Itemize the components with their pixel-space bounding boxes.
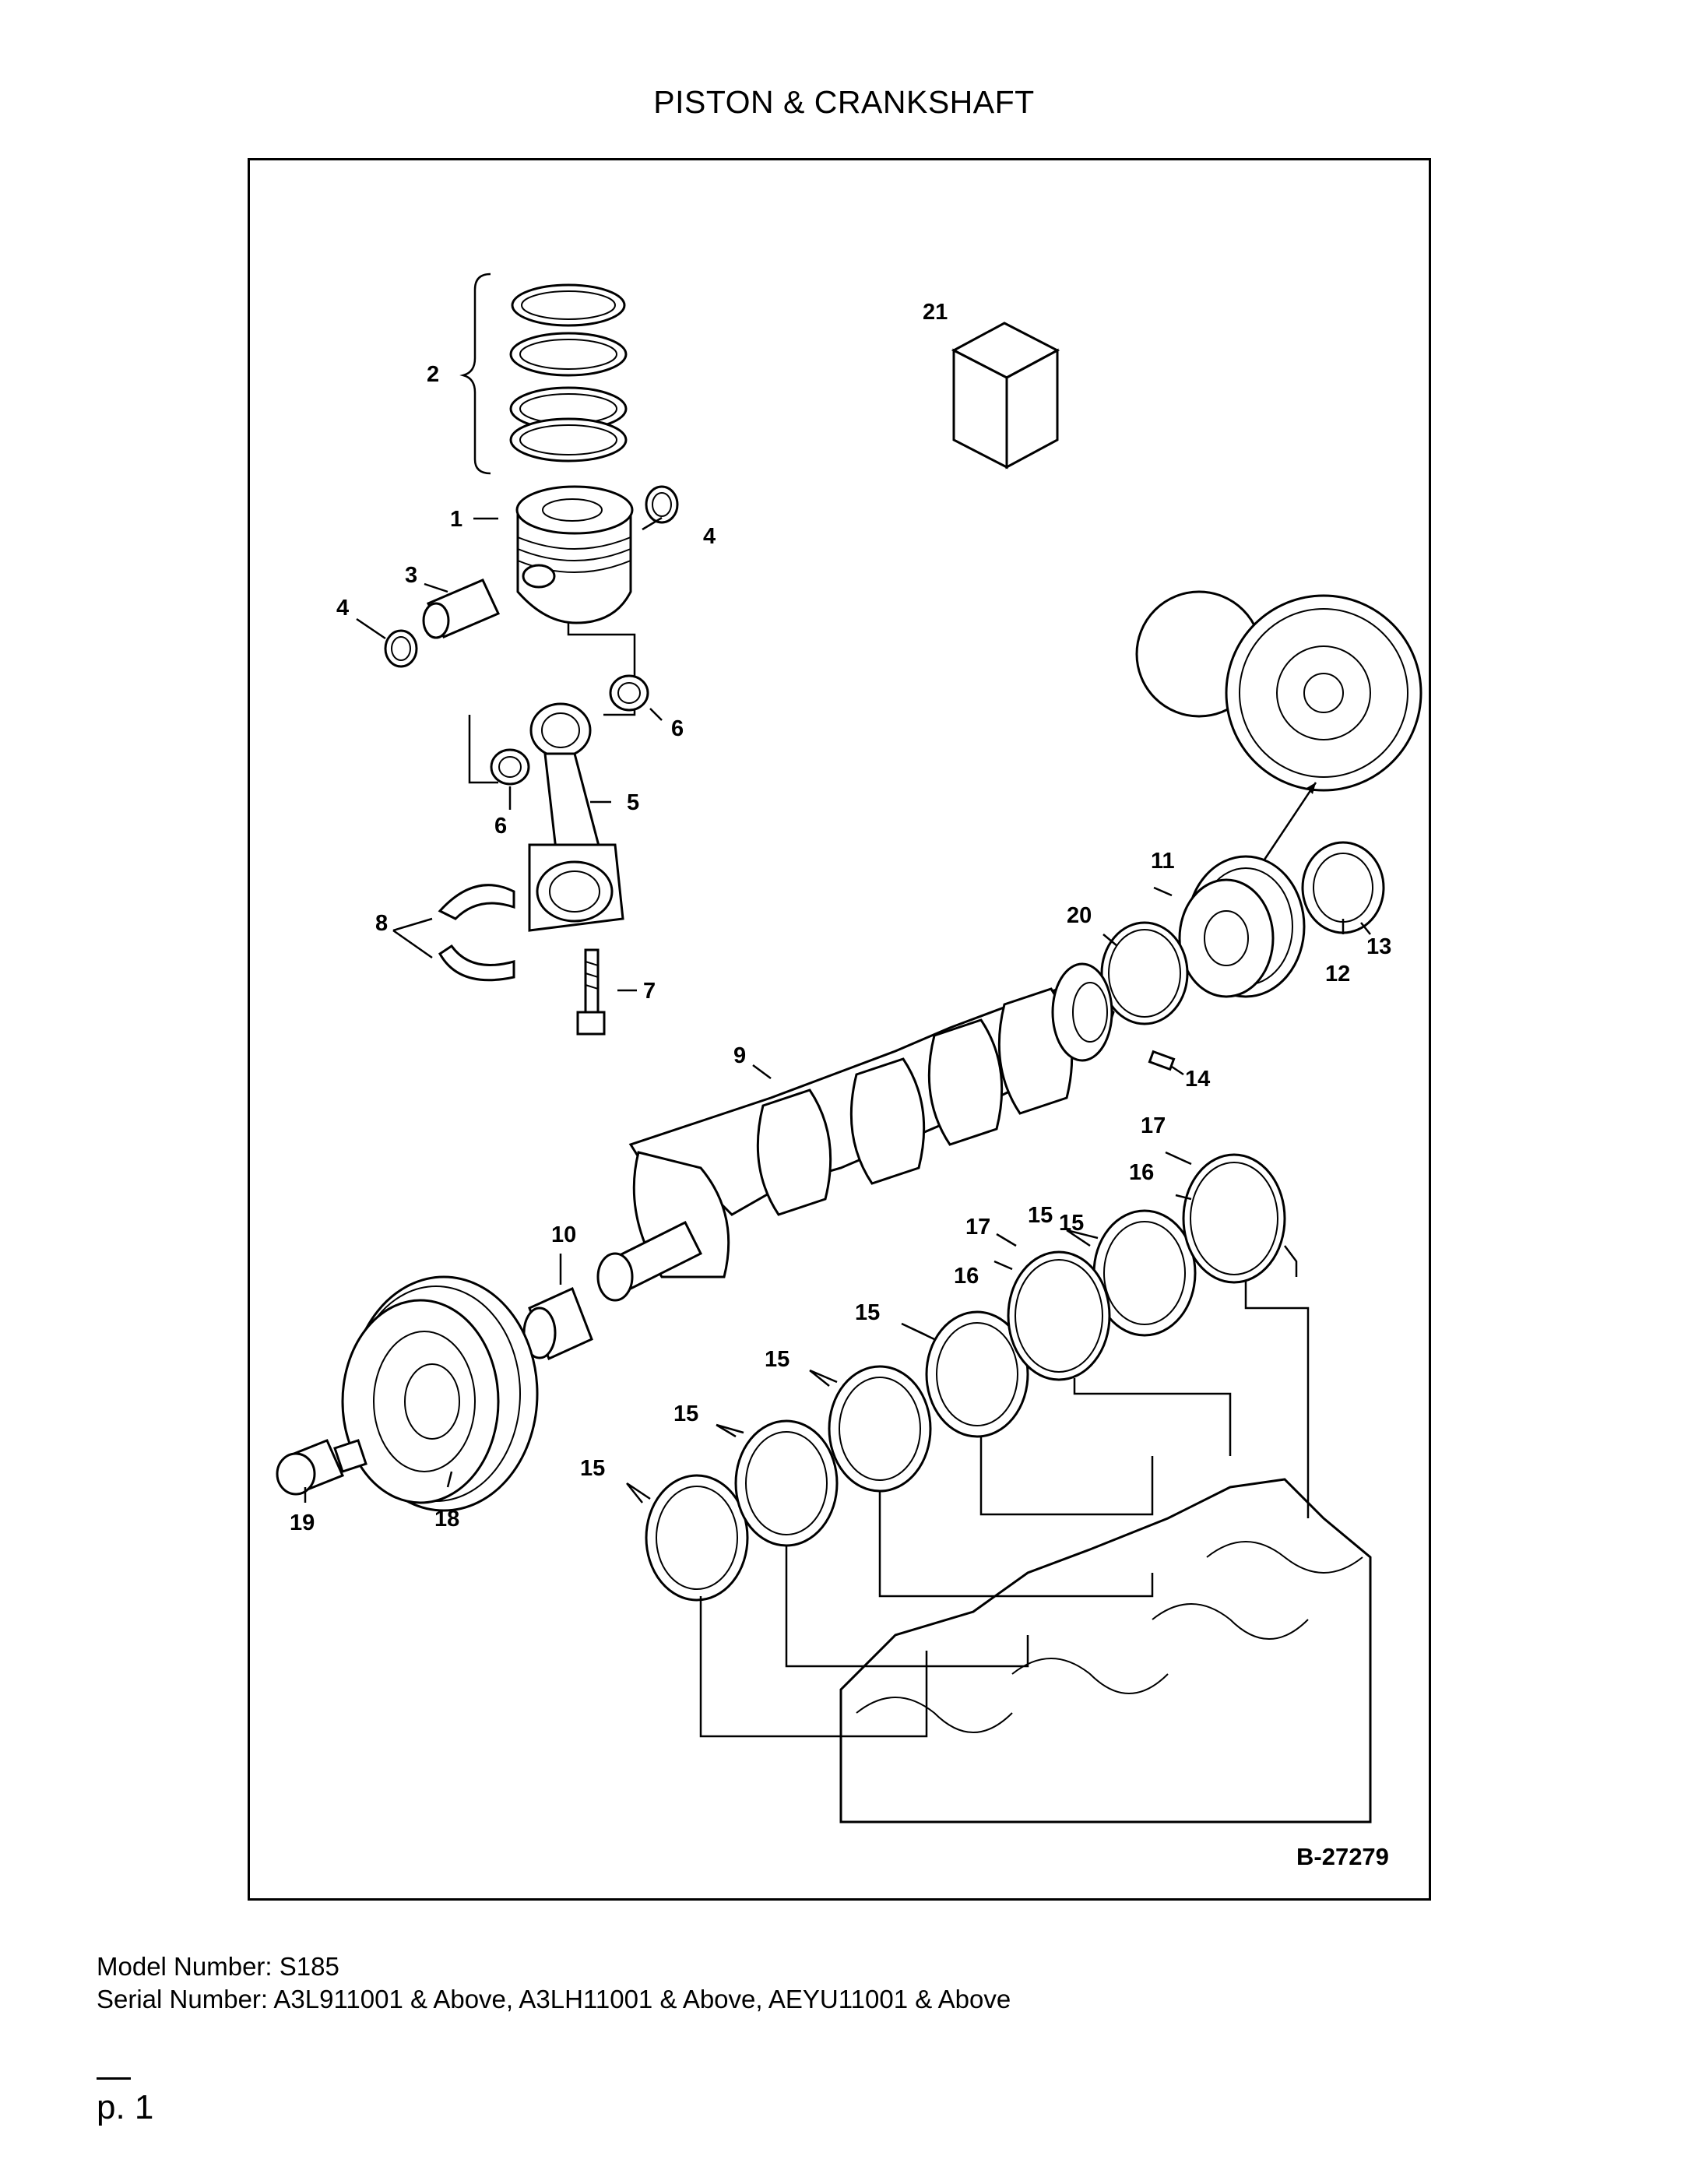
callout-9: 9: [733, 1043, 746, 1068]
callout-15: 15: [1028, 1203, 1053, 1228]
callout-14: 14: [1185, 1067, 1210, 1092]
callout-7: 7: [643, 979, 656, 1004]
piston: [515, 485, 634, 624]
model-number: Model Number: S185: [97, 1952, 339, 1981]
page-number: p. 1: [97, 2088, 154, 2126]
callout-1: 1: [450, 507, 462, 532]
crankshaft: [596, 962, 1115, 1302]
callout-15: 15: [765, 1347, 789, 1372]
bushing: [490, 748, 530, 786]
thrust-washers: [1007, 1153, 1286, 1381]
callout-3: 3: [405, 563, 417, 588]
callout-18: 18: [434, 1507, 459, 1532]
piston-pin: [422, 579, 501, 639]
connecting-rod: [528, 702, 624, 932]
gasket-kit: [951, 322, 1060, 470]
callout-4: 4: [703, 524, 716, 549]
rod-bolt: [576, 948, 606, 1036]
engine-block: [839, 1478, 1372, 1824]
callout-4: 4: [336, 596, 349, 621]
diagram-frame: [248, 158, 1431, 1901]
pulley-bolt: [276, 1439, 367, 1496]
callout-17: 17: [1141, 1113, 1166, 1138]
main-bearings: [645, 1209, 1197, 1602]
idler-gear: [1135, 590, 1422, 865]
callout-16: 16: [1129, 1160, 1154, 1185]
callout-10: 10: [551, 1222, 576, 1247]
callout-6: 6: [671, 716, 684, 741]
callout-12: 12: [1325, 962, 1350, 986]
callout-15: 15: [855, 1300, 880, 1325]
bushing: [609, 674, 649, 712]
woodruff-key: [1148, 1050, 1176, 1071]
figure-reference: B-27279: [1296, 1843, 1389, 1870]
snap-ring: [645, 485, 679, 524]
callout-15: 15: [1059, 1211, 1084, 1236]
callout-6: 6: [494, 814, 507, 839]
serial-number: Serial Number: A3L911001 & Above, A3LH11…: [97, 1985, 1011, 2013]
callout-5: 5: [627, 790, 639, 815]
page-title: PISTON & CRANKSHAFT: [653, 84, 1035, 120]
callout-16: 16: [954, 1264, 979, 1289]
callout-2: 2: [427, 362, 439, 387]
callout-15: 15: [673, 1401, 698, 1426]
snap-ring: [384, 629, 418, 668]
o-ring: [1100, 921, 1189, 1025]
crank-sleeve: [522, 1286, 593, 1361]
callout-21: 21: [923, 300, 948, 325]
page-divider: [97, 2077, 131, 2080]
rod-bearing: [438, 884, 515, 982]
callout-20: 20: [1067, 903, 1092, 928]
piston-rings: [459, 273, 628, 475]
callout-11: 11: [1151, 849, 1175, 874]
callout-13: 13: [1366, 934, 1391, 959]
callout-17: 17: [965, 1215, 990, 1240]
callout-19: 19: [290, 1511, 315, 1535]
callout-15: 15: [580, 1456, 605, 1481]
model-info: Model Number: S185 Serial Number: A3L911…: [97, 1950, 1011, 2016]
crank-gear: [1178, 855, 1306, 998]
crank-pulley: [341, 1275, 539, 1512]
callout-8: 8: [375, 911, 388, 936]
